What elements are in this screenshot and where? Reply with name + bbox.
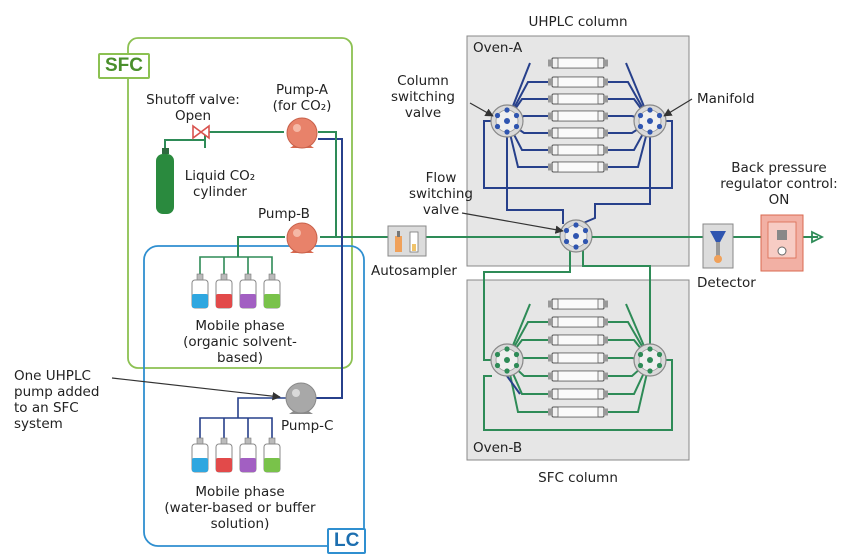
pump-a-line-1: Pump-A (276, 82, 328, 98)
mobile-phase-water-line-1: Mobile phase (195, 484, 285, 500)
flow-switching-valve-line-1: Flow (425, 170, 457, 186)
mobile-phase-organic-line-3: based) (216, 350, 264, 366)
shutoff-valve-line-1: Shutoff valve: (146, 92, 240, 108)
oven-b-label: Oven-B (473, 440, 523, 456)
flow-switching-valve-line-2: switching (409, 186, 473, 202)
pump-a-line-2: (for CO₂) (272, 98, 332, 114)
back-pressure-line-1: Back pressure (731, 160, 827, 176)
back-pressure-label: Back pressure regulator control: ON (704, 160, 854, 208)
water-based-bottles (191, 437, 281, 473)
mobile-phase-organic-line-1: Mobile phase (195, 318, 285, 334)
mobile-phase-organic-label: Mobile phase (organic solvent- based) (170, 318, 310, 366)
uhplc-pump-note-label: One UHPLC pump added to an SFC system (14, 368, 99, 432)
co2-cylinder-icon (156, 132, 206, 214)
column-switching-valve-line-3: valve (404, 105, 442, 121)
sfc-tag: SFC (98, 53, 150, 79)
mobile-phase-water-label: Mobile phase (water-based or buffer solu… (150, 484, 330, 532)
back-pressure-line-3: ON (768, 192, 790, 208)
uhplc-column-label: UHPLC column (528, 14, 628, 30)
sfc-column-label: SFC column (538, 470, 618, 486)
uhplc-pump-note-line-2: pump added (14, 384, 100, 400)
liquid-co2-line-2: cylinder (193, 184, 247, 200)
autosampler-label: Autosampler (371, 263, 457, 279)
detector-label: Detector (697, 275, 756, 291)
uhplc-pump-note-line-1: One UHPLC (14, 368, 91, 384)
pump-a-icon (286, 117, 318, 149)
column-switching-valve-line-2: switching (391, 89, 455, 105)
flow-switching-valve-line-3: valve (422, 202, 460, 218)
mobile-phase-water-line-2: (water-based or buffer (164, 500, 316, 516)
detector-icon (702, 223, 734, 269)
pump-a-label: Pump-A (for CO₂) (252, 82, 352, 114)
column-switching-valve-label: Column switching valve (378, 73, 468, 121)
sfc-region (127, 37, 353, 369)
column-switching-valve-line-1: Column (397, 73, 449, 89)
autosampler-icon (387, 225, 427, 257)
flow-switching-valve (559, 219, 593, 253)
column-switching-valve-b-left (490, 343, 524, 377)
mobile-phase-water-line-3: solution) (210, 516, 270, 532)
shutoff-valve-icon (192, 124, 210, 140)
organic-solvent-bottles (191, 273, 281, 309)
pump-b-icon (286, 222, 318, 254)
uhplc-pump-note-line-3: to an SFC (14, 400, 79, 416)
manifold-a-right (633, 104, 667, 138)
shutoff-valve-label: Shutoff valve: Open (138, 92, 248, 124)
liquid-co2-line-1: Liquid CO₂ (184, 168, 256, 184)
flow-switching-valve-label: Flow switching valve (396, 170, 486, 218)
shutoff-valve-line-2: Open (174, 108, 212, 124)
pump-b-label: Pump-B (258, 206, 310, 222)
back-pressure-line-2: regulator control: (720, 176, 838, 192)
lc-region (143, 245, 365, 547)
liquid-co2-label: Liquid CO₂ cylinder (170, 168, 270, 200)
oven-a-label: Oven-A (473, 40, 523, 56)
pump-c-icon (285, 382, 317, 414)
manifold-b-right (633, 343, 667, 377)
back-pressure-regulator-icon (760, 214, 804, 272)
pump-c-label: Pump-C (281, 418, 334, 434)
lc-tag: LC (327, 528, 367, 554)
mobile-phase-organic-line-2: (organic solvent- (183, 334, 297, 350)
manifold-label: Manifold (697, 91, 755, 107)
column-switching-valve-a-left (490, 104, 524, 138)
uhplc-pump-note-line-4: system (14, 416, 63, 432)
sfc-columns (547, 298, 609, 418)
